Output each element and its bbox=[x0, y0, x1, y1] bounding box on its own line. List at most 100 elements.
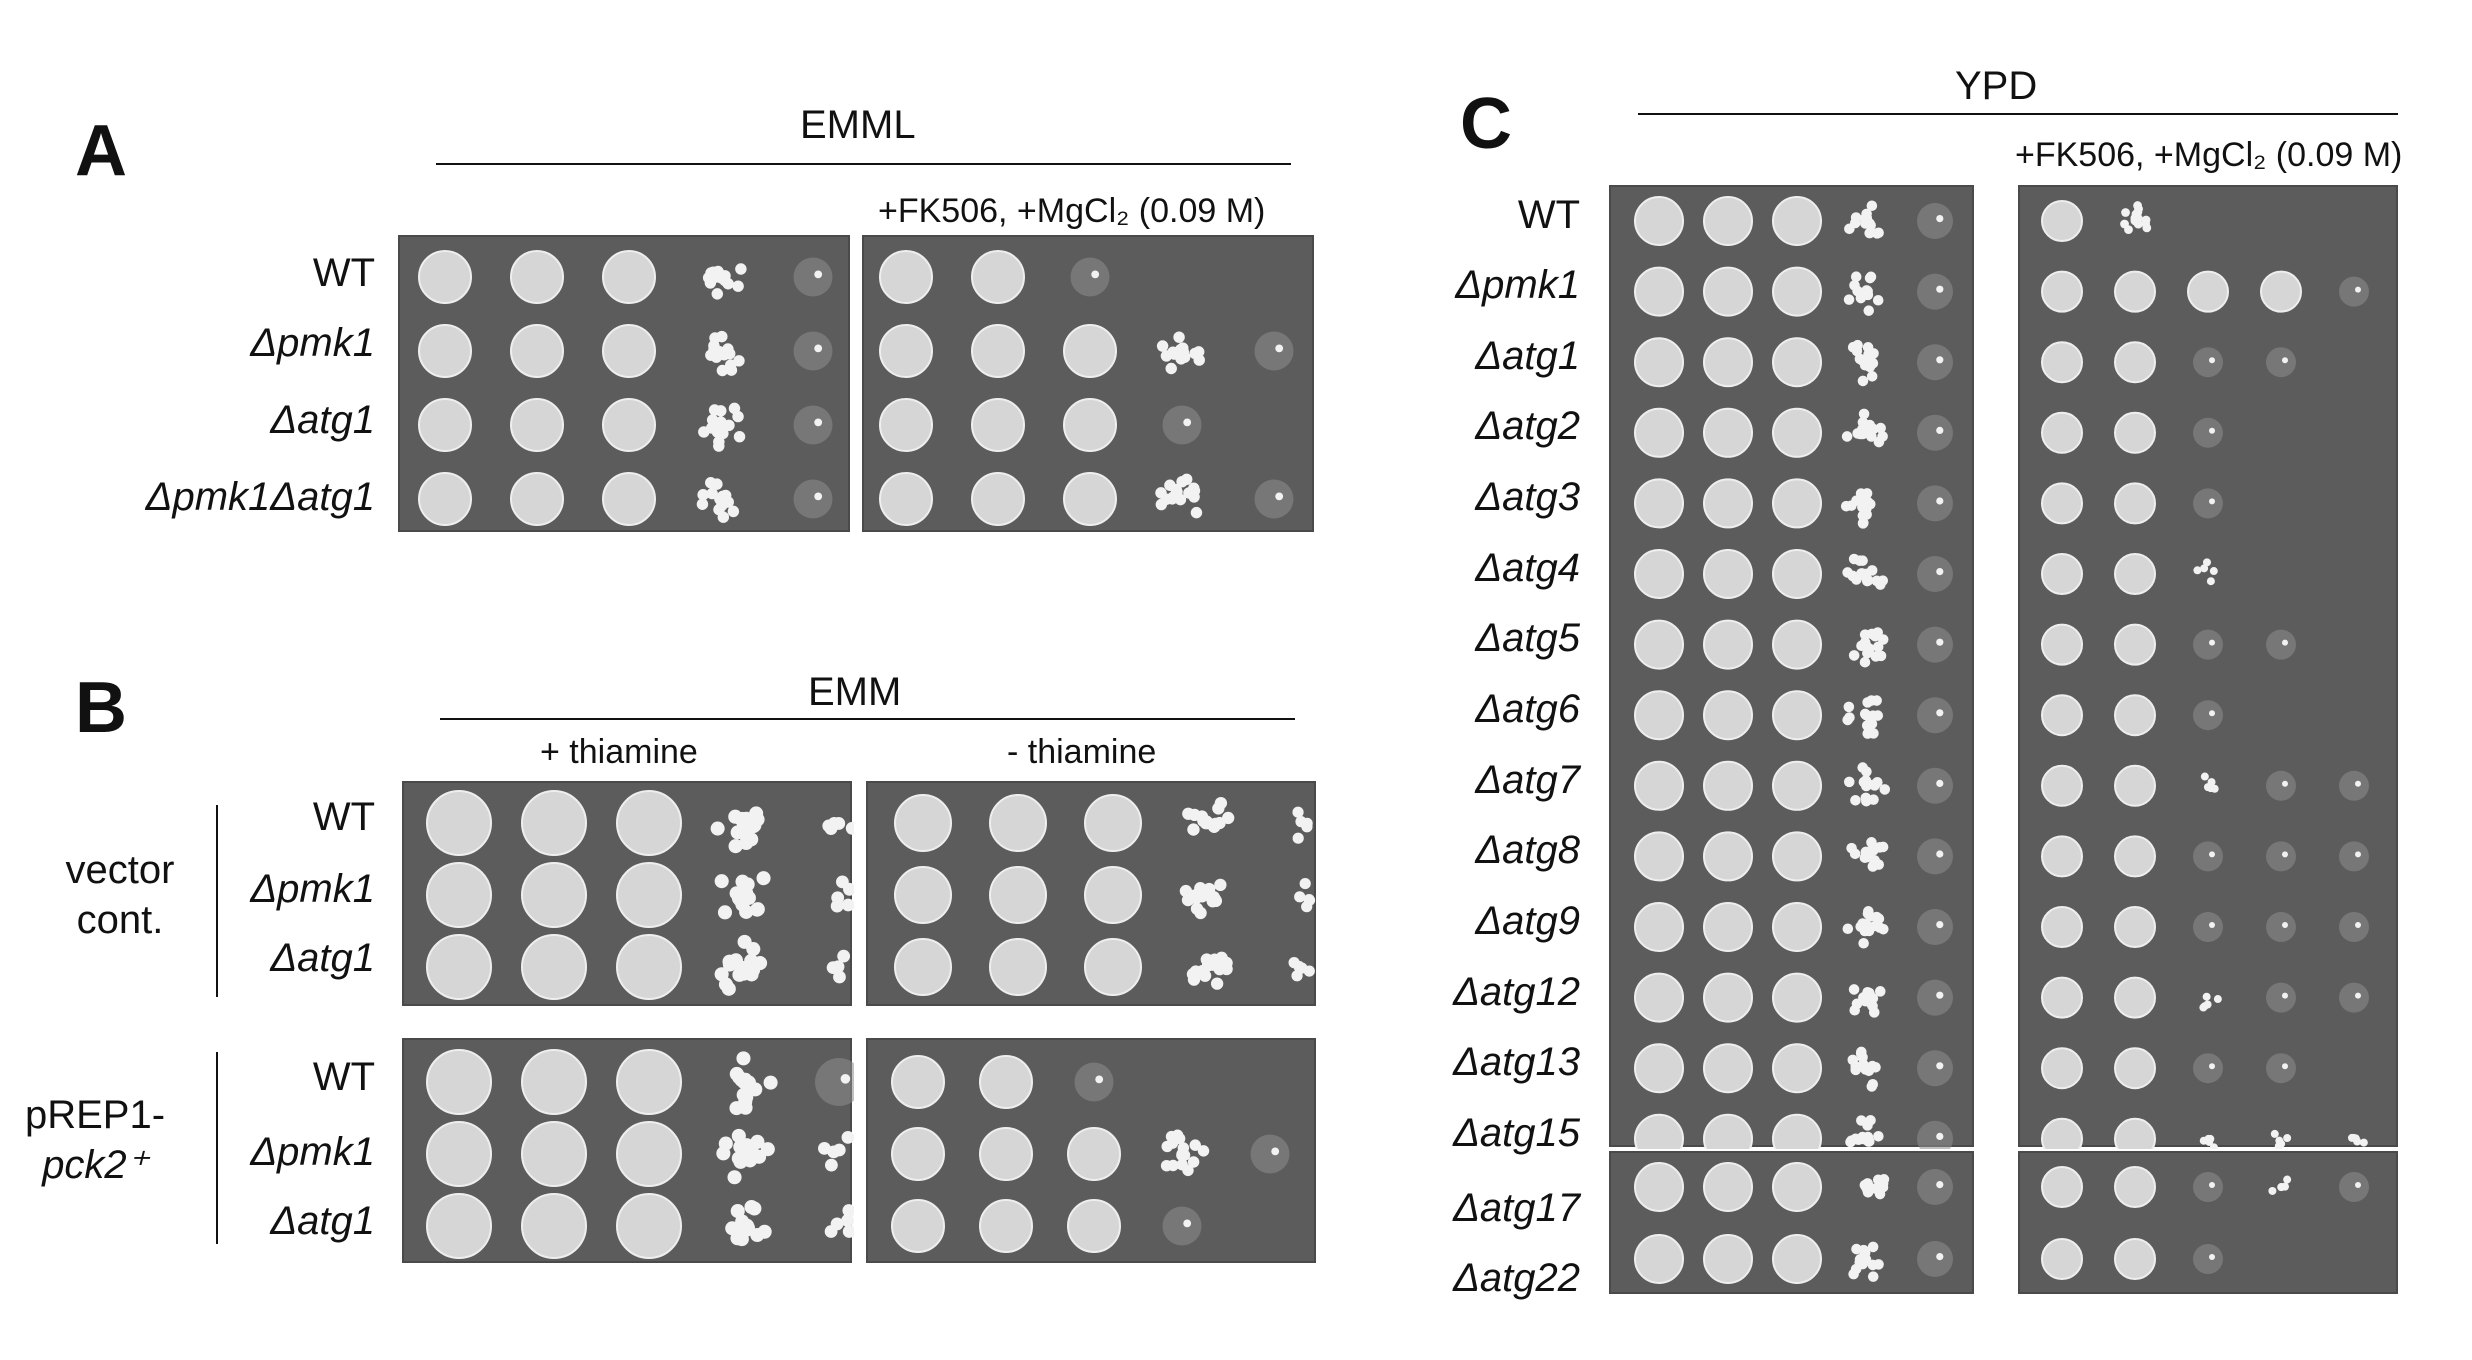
colony-cluster bbox=[2120, 201, 2152, 235]
colony-cluster bbox=[1182, 796, 1235, 836]
faint-growth bbox=[2193, 912, 2223, 942]
panel-c-strain-label: Δatg12 bbox=[1453, 970, 1580, 1014]
panel-c-strain-label: Δpmk1 bbox=[1455, 263, 1580, 307]
growth-spot bbox=[2187, 270, 2229, 313]
faint-growth bbox=[1162, 1206, 1202, 1246]
faint-growth bbox=[793, 257, 833, 297]
growth-spot bbox=[1772, 337, 1822, 388]
colony-cluster bbox=[710, 806, 765, 854]
group2-label-line2: pck2⁺ bbox=[42, 1143, 148, 1187]
panel-b-group2-label: pREP1- pck2⁺ bbox=[20, 1090, 170, 1190]
growth-spot bbox=[1772, 196, 1822, 246]
growth-spot bbox=[1772, 902, 1822, 952]
growth-spot bbox=[418, 398, 472, 452]
faint-growth bbox=[1917, 273, 1953, 310]
growth-spot bbox=[2260, 270, 2302, 313]
group1-label-line1: vector bbox=[65, 848, 175, 892]
colony-cluster bbox=[1842, 553, 1889, 590]
growth-spot bbox=[1772, 690, 1822, 741]
plate-a-fk506-mgcl2 bbox=[862, 235, 1314, 532]
growth-spot bbox=[2041, 553, 2083, 595]
growth-spot bbox=[2041, 906, 2083, 948]
panel-b-strain-label: Δpmk1 bbox=[250, 1130, 375, 1174]
faint-growth bbox=[2266, 347, 2296, 378]
colony-cluster bbox=[1847, 1046, 1881, 1092]
faint-growth bbox=[793, 479, 833, 519]
growth-spot bbox=[1703, 1113, 1753, 1149]
growth-spot bbox=[426, 790, 492, 856]
panel-b-medium-label: EMM bbox=[808, 670, 902, 714]
faint-growth bbox=[1917, 414, 1953, 451]
growth-spot bbox=[1772, 1162, 1822, 1212]
growth-spot bbox=[1634, 902, 1684, 952]
panel-b-strain-label: Δatg1 bbox=[270, 936, 375, 980]
growth-spot bbox=[602, 398, 656, 452]
growth-spot bbox=[2041, 341, 2083, 384]
growth-spot bbox=[1634, 1113, 1684, 1149]
growth-spot bbox=[510, 250, 564, 304]
growth-spot bbox=[879, 324, 933, 378]
growth-spot bbox=[1634, 831, 1684, 882]
growth-spot bbox=[1772, 972, 1822, 1023]
colony-cluster bbox=[1294, 877, 1316, 913]
growth-spot bbox=[1067, 1127, 1121, 1181]
growth-spot bbox=[971, 398, 1025, 452]
colony-cluster bbox=[1840, 488, 1876, 529]
growth-spot bbox=[891, 1127, 945, 1181]
growth-spot bbox=[2114, 411, 2156, 454]
growth-spot bbox=[1772, 1234, 1822, 1284]
colony-cluster bbox=[1843, 762, 1891, 807]
faint-growth bbox=[1254, 479, 1294, 519]
growth-spot bbox=[989, 866, 1047, 924]
growth-spot bbox=[2041, 482, 2083, 525]
plate-b-pck2-plus-thiamine bbox=[402, 1038, 854, 1263]
colony-cluster bbox=[1186, 951, 1233, 990]
faint-growth bbox=[1917, 767, 1953, 804]
growth-spot bbox=[2114, 906, 2156, 948]
colony-cluster bbox=[2268, 1175, 2292, 1195]
growth-spot bbox=[1772, 1043, 1822, 1094]
faint-growth bbox=[2193, 1244, 2223, 1274]
growth-spot bbox=[2114, 764, 2156, 807]
colony-cluster bbox=[1859, 1174, 1890, 1200]
colony-cluster bbox=[1155, 473, 1203, 519]
faint-growth bbox=[1917, 1050, 1953, 1087]
growth-spot bbox=[971, 250, 1025, 304]
faint-growth bbox=[2339, 770, 2369, 801]
plate-c-ypd-bottom bbox=[1609, 1151, 1974, 1294]
panel-c-strain-label: Δatg7 bbox=[1475, 758, 1580, 802]
growth-spot bbox=[521, 1049, 587, 1115]
growth-spot bbox=[2041, 1047, 2083, 1090]
faint-growth bbox=[2339, 982, 2369, 1013]
colony-cluster bbox=[1844, 200, 1884, 239]
growth-spot bbox=[891, 1055, 945, 1109]
growth-spot bbox=[510, 324, 564, 378]
growth-spot bbox=[602, 250, 656, 304]
growth-spot bbox=[616, 790, 682, 856]
colony-cluster bbox=[818, 1130, 854, 1172]
group2-label-line1: pREP1- bbox=[24, 1093, 166, 1137]
growth-spot bbox=[602, 472, 656, 526]
growth-spot bbox=[1634, 760, 1684, 811]
growth-spot bbox=[510, 472, 564, 526]
growth-spot bbox=[2114, 1047, 2156, 1090]
growth-spot bbox=[1703, 760, 1753, 811]
growth-spot bbox=[1634, 549, 1684, 599]
growth-spot bbox=[979, 1127, 1033, 1181]
growth-spot bbox=[426, 1193, 492, 1259]
panel-b-medium-rule bbox=[440, 718, 1295, 720]
faint-growth bbox=[2266, 1053, 2296, 1084]
growth-spot bbox=[2041, 411, 2083, 454]
growth-spot bbox=[2114, 835, 2156, 878]
colony-cluster bbox=[1846, 837, 1889, 872]
growth-spot bbox=[2114, 976, 2156, 1019]
growth-spot bbox=[426, 862, 492, 928]
colony-cluster bbox=[1841, 408, 1888, 448]
plate-b-pck2-minus-thiamine bbox=[866, 1038, 1316, 1263]
panel-c-strain-label: Δatg4 bbox=[1475, 546, 1580, 590]
panel-a-medium-rule bbox=[436, 163, 1291, 165]
panel-c-medium-label: YPD bbox=[1955, 64, 2038, 108]
growth-spot bbox=[418, 472, 472, 526]
growth-spot bbox=[1634, 619, 1684, 670]
panel-b-group1-bracket bbox=[216, 805, 218, 997]
